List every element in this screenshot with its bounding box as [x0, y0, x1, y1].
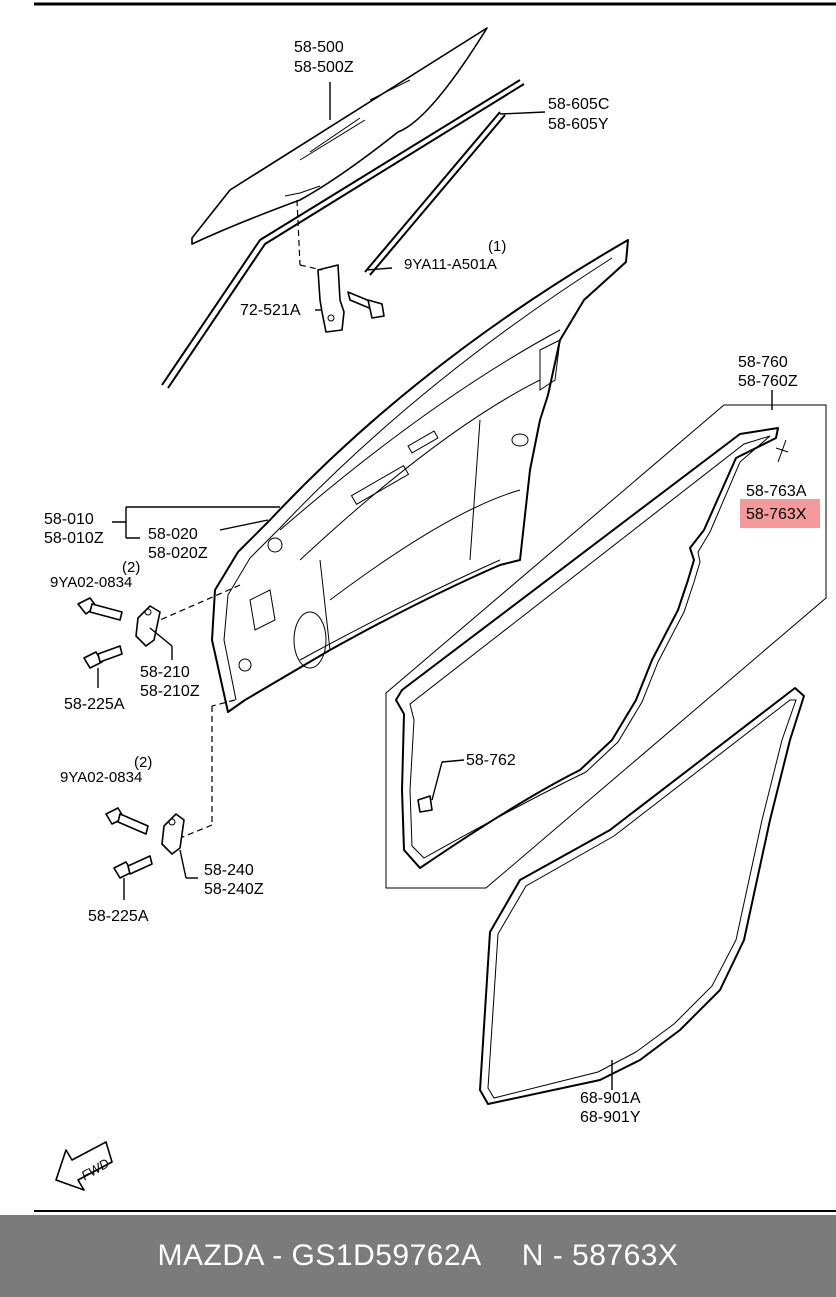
door-panel[interactable] — [211, 239, 629, 713]
lower-hinge[interactable] — [161, 813, 185, 855]
label-bolt-lower: 9YA02-0834 — [60, 769, 142, 786]
clip-58-762[interactable] — [417, 795, 433, 813]
label-bracket: 72-521A — [240, 302, 301, 319]
label-hinge-upper-1: 58-210 — [140, 664, 190, 681]
footer-brand-part: MAZDA - GS1D59762A — [157, 1239, 482, 1272]
footer-oem-part: N - 58763X — [521, 1239, 679, 1272]
label-channel-2: 58-605Y — [548, 116, 609, 133]
fwd-arrow-icon: FWD — [55, 1141, 113, 1191]
label-glass-2: 58-500Z — [294, 59, 354, 76]
label-clip-x: 58-763X — [746, 506, 807, 523]
bolt-lower-58-225a[interactable] — [113, 855, 153, 879]
label-door-panel-1: 58-010 — [44, 511, 94, 528]
bolt-upper-9ya02[interactable] — [77, 597, 123, 621]
label-bolt-upper-qty: (2) — [122, 559, 140, 576]
glass-bracket[interactable] — [317, 264, 345, 333]
label-seal-2: 68-901Y — [580, 1109, 641, 1126]
door-opening-seal[interactable] — [479, 687, 805, 1105]
highlight-box — [740, 499, 820, 528]
label-seal-1: 68-901A — [580, 1090, 641, 1107]
label-hinge-panel-2: 58-020Z — [148, 545, 208, 562]
label-hinge-lower-1: 58-240 — [204, 862, 254, 879]
label-bolt-upper2: 58-225A — [64, 696, 125, 713]
parts-diagram: 58-500 58-500Z 58-605C 58-605Y (1) 9YA11… — [34, 2, 836, 1212]
glass-run-channel[interactable] — [161, 79, 525, 389]
label-weatherstrip-1: 58-760 — [738, 354, 788, 371]
label-clip-a: 58-763A — [746, 483, 807, 500]
clip-58-763[interactable] — [775, 439, 789, 463]
label-weatherstrip-2: 58-760Z — [738, 373, 798, 390]
bolt-upper-58-225a[interactable] — [83, 645, 123, 669]
label-bolt-lower2: 58-225A — [88, 908, 149, 925]
label-hinge-panel-1: 58-020 — [148, 526, 198, 543]
label-glass-1: 58-500 — [294, 39, 344, 56]
label-bolt-lower-qty: (2) — [134, 754, 152, 771]
label-clip-762: 58-762 — [466, 752, 516, 769]
footer-bar: MAZDA - GS1D59762A N - 58763X — [0, 1215, 836, 1297]
label-hinge-upper-2: 58-210Z — [140, 683, 200, 700]
label-hinge-lower-2: 58-240Z — [204, 881, 264, 898]
door-weatherstrip[interactable] — [395, 427, 779, 869]
bolt-9ya11[interactable] — [347, 291, 385, 319]
label-channel-1: 58-605C — [548, 96, 609, 113]
door-glass[interactable] — [191, 27, 488, 245]
label-bolt-top-qty: (1) — [488, 238, 506, 255]
label-bolt-top: 9YA11-A501A — [404, 256, 497, 273]
bolt-lower-9ya02[interactable] — [105, 807, 149, 835]
label-door-panel-2: 58-010Z — [44, 530, 104, 547]
weatherstrip-box — [385, 404, 827, 889]
label-bolt-upper: 9YA02-0834 — [50, 574, 132, 591]
upper-hinge[interactable] — [135, 605, 161, 647]
